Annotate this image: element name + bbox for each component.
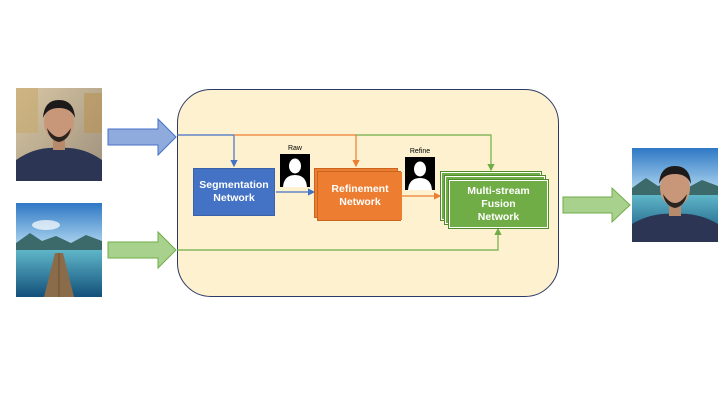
segmentation-network-box: Segmentation Network — [193, 168, 275, 216]
segmentation-label-line1: Segmentation — [199, 179, 269, 191]
refine-mask-silhouette-icon — [405, 157, 435, 190]
refinement-label-line2: Network — [339, 196, 381, 208]
input-background-image — [16, 203, 102, 297]
fusion-network-box: Multi-stream Fusion Network — [448, 179, 549, 229]
fusion-label-line1: Multi-stream — [467, 184, 530, 197]
to-segmentation-line — [177, 134, 238, 168]
refine-mask-label: Refine — [409, 148, 431, 155]
background-input-arrow — [107, 230, 177, 270]
refinement-network-box: Refinement Network — [318, 172, 402, 220]
output-arrow — [562, 186, 631, 224]
bg-to-fusion-line — [177, 227, 502, 251]
raw-mask-label: Raw — [287, 145, 302, 152]
raw-mask-silhouette-icon — [280, 154, 310, 187]
refinement-label-line1: Refinement — [331, 183, 389, 195]
segmentation-label-line2: Network — [213, 192, 255, 204]
portrait-input-arrow — [107, 117, 177, 157]
to-fusion-top-line — [356, 134, 495, 172]
input-portrait-image — [16, 88, 102, 181]
fusion-label-line3: Network — [477, 210, 520, 223]
fusion-label-line2: Fusion — [481, 197, 516, 210]
output-composite-image — [632, 148, 718, 242]
